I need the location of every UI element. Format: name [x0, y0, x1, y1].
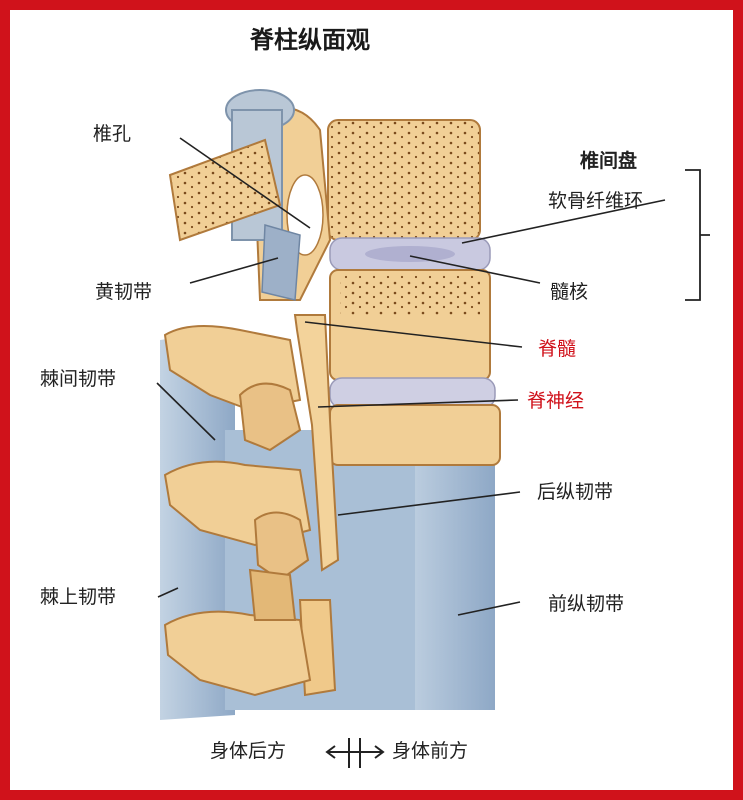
spinous-process-3: [163, 610, 312, 697]
third-vertebral-body: [329, 404, 501, 466]
label-spinal-nerve: 脊神经: [527, 390, 585, 412]
anterior-ligament-band: [400, 440, 495, 710]
upper-spinous-process: [168, 138, 282, 242]
second-body-cut: [340, 275, 480, 315]
nucleus-shape: [365, 246, 455, 262]
articular-process-2: [253, 511, 310, 582]
label-supraspinous-ligament: 棘上韧带: [40, 586, 117, 608]
direction-arrows: [325, 738, 385, 768]
label-anterior-longitudinal-ligament: 前纵韧带: [548, 593, 625, 615]
figure-title: 脊柱纵面观: [250, 26, 370, 54]
spinal-cord-shape: [293, 314, 340, 572]
label-intervertebral-disc: 椎间盘: [580, 150, 638, 172]
leader-lines: [156, 137, 666, 616]
label-spinal-cord: 脊髓: [538, 338, 577, 360]
ligamentum-flavum-shape: [261, 224, 301, 301]
label-interspinous-ligament: 棘间韧带: [40, 368, 117, 390]
label-nucleus-pulposus: 髓核: [550, 281, 589, 303]
label-vertebral-foramen: 椎孔: [93, 123, 132, 145]
disc-bracket: [685, 169, 710, 301]
label-body-anterior: 身体前方: [392, 740, 469, 762]
label-ligamentum-flavum: 黄韧带: [95, 281, 153, 303]
articular-process-3: [248, 568, 297, 621]
label-annulus-fibrosus: 软骨纤维环: [548, 190, 644, 212]
label-posterior-longitudinal-ligament: 后纵韧带: [537, 481, 614, 503]
upper-vertebral-body: [327, 119, 481, 241]
label-body-posterior: 身体后方: [210, 740, 287, 762]
articular-process-1: [238, 382, 302, 452]
